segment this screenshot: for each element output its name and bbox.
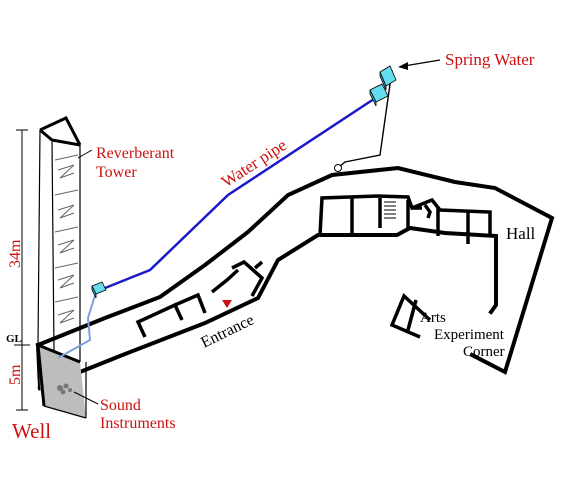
- tower-leader-line: [77, 149, 93, 159]
- spring-connector-pipe: [337, 69, 393, 169]
- room-left-b: [174, 292, 207, 314]
- depth-5m-label: 5m: [7, 364, 24, 385]
- sound-instruments-icon: [57, 383, 72, 395]
- spring-water-tank-icon: [369, 65, 397, 107]
- corridor-lower-wall: [37, 225, 498, 391]
- height-dimension: [14, 129, 30, 411]
- room-entrance-wall-2: [253, 260, 264, 270]
- gl-label: GL: [6, 333, 22, 345]
- tower-pipe-descent: [57, 291, 97, 359]
- interior-rooms: [135, 194, 492, 339]
- well-section: [38, 345, 86, 418]
- arts-label-3: Corner: [463, 344, 505, 360]
- stair-hatch: [384, 201, 396, 219]
- sound-leader-line: [73, 391, 99, 405]
- corridor-upper-wall: [35, 165, 555, 375]
- sound-instruments-label-2: Instruments: [100, 415, 176, 432]
- tower-stairs: [54, 154, 79, 324]
- reverberant-tower-label-2: Tower: [96, 164, 137, 181]
- entrance-marker-icon: [222, 300, 232, 308]
- arts-corner-divider: [406, 299, 418, 331]
- entrance-label: Entrance: [198, 311, 257, 351]
- arts-label-1: Arts: [420, 310, 446, 326]
- tower-tank-icon: [91, 281, 107, 299]
- water-pipe-label: Water pipe: [218, 135, 290, 191]
- well-label: Well: [12, 419, 51, 443]
- sound-instruments-label-1: Sound: [100, 397, 141, 414]
- spring-water-arrow: [398, 59, 441, 70]
- room-entrance-wall: [231, 259, 265, 297]
- hall-label: Hall: [506, 224, 536, 243]
- reverberant-tower-label-1: Reverberant: [96, 145, 175, 162]
- spring-water-label: Spring Water: [445, 50, 535, 69]
- room-divider-7: [423, 203, 432, 219]
- room-left-a: [135, 302, 184, 338]
- valve-icon: [334, 164, 342, 172]
- room-entrance-top: [210, 268, 240, 294]
- arts-corner-walls: [389, 293, 432, 339]
- water-pipe: [99, 93, 381, 292]
- height-34m-label: 34m: [7, 239, 24, 268]
- reverberant-tower: [36, 116, 97, 419]
- arts-label-2: Experiment: [434, 327, 505, 343]
